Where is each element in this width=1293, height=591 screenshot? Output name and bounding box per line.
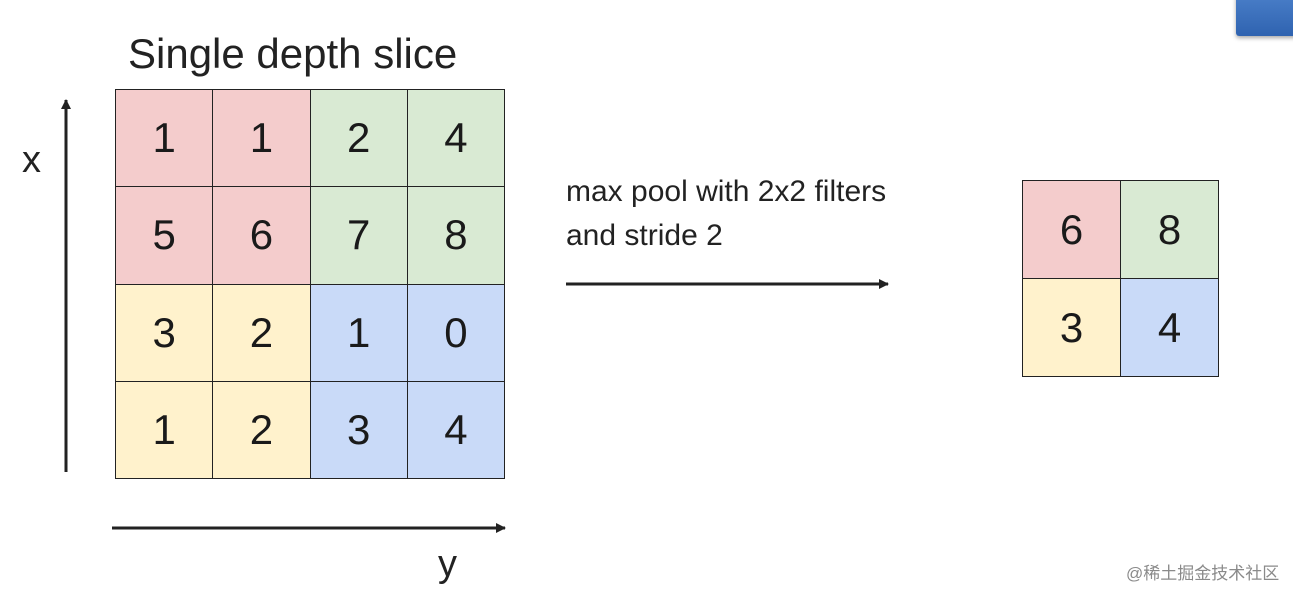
input-grid-cell: 8 [407,187,504,284]
output-grid-cell: 8 [1121,181,1218,278]
input-grid-cell: 4 [407,90,504,187]
caption-line-2: and stride 2 [566,219,723,252]
input-grid-cell: 2 [213,381,310,478]
input-grid-cell: 4 [407,381,504,478]
corner-button[interactable] [1236,0,1293,36]
input-grid-cell: 1 [116,381,213,478]
input-grid-cell: 2 [213,284,310,381]
output-grid-cell: 3 [1023,279,1120,376]
input-grid-cell: 3 [116,284,213,381]
y-axis-label: y [438,543,457,585]
input-grid-cell: 1 [310,284,407,381]
input-grid-cell: 1 [213,90,310,187]
input-grid-cell: 1 [116,90,213,187]
pool-caption: max pool with 2x2 filters and stride 2 [566,170,986,258]
input-grid-cell: 5 [116,187,213,284]
caption-line-1: max pool with 2x2 filters [566,175,887,208]
diagram-title: Single depth slice [128,30,458,77]
input-grid-cell: 7 [310,187,407,284]
output-grid-cell: 4 [1121,279,1218,376]
output-grid-cell: 6 [1023,181,1120,278]
input-grid-cell: 0 [407,284,504,381]
watermark: @稀土掘金技术社区 [1126,564,1280,583]
x-axis-label: x [22,139,41,181]
input-grid-cell: 6 [213,187,310,284]
input-grid-cell: 2 [310,90,407,187]
input-grid-cell: 3 [310,381,407,478]
